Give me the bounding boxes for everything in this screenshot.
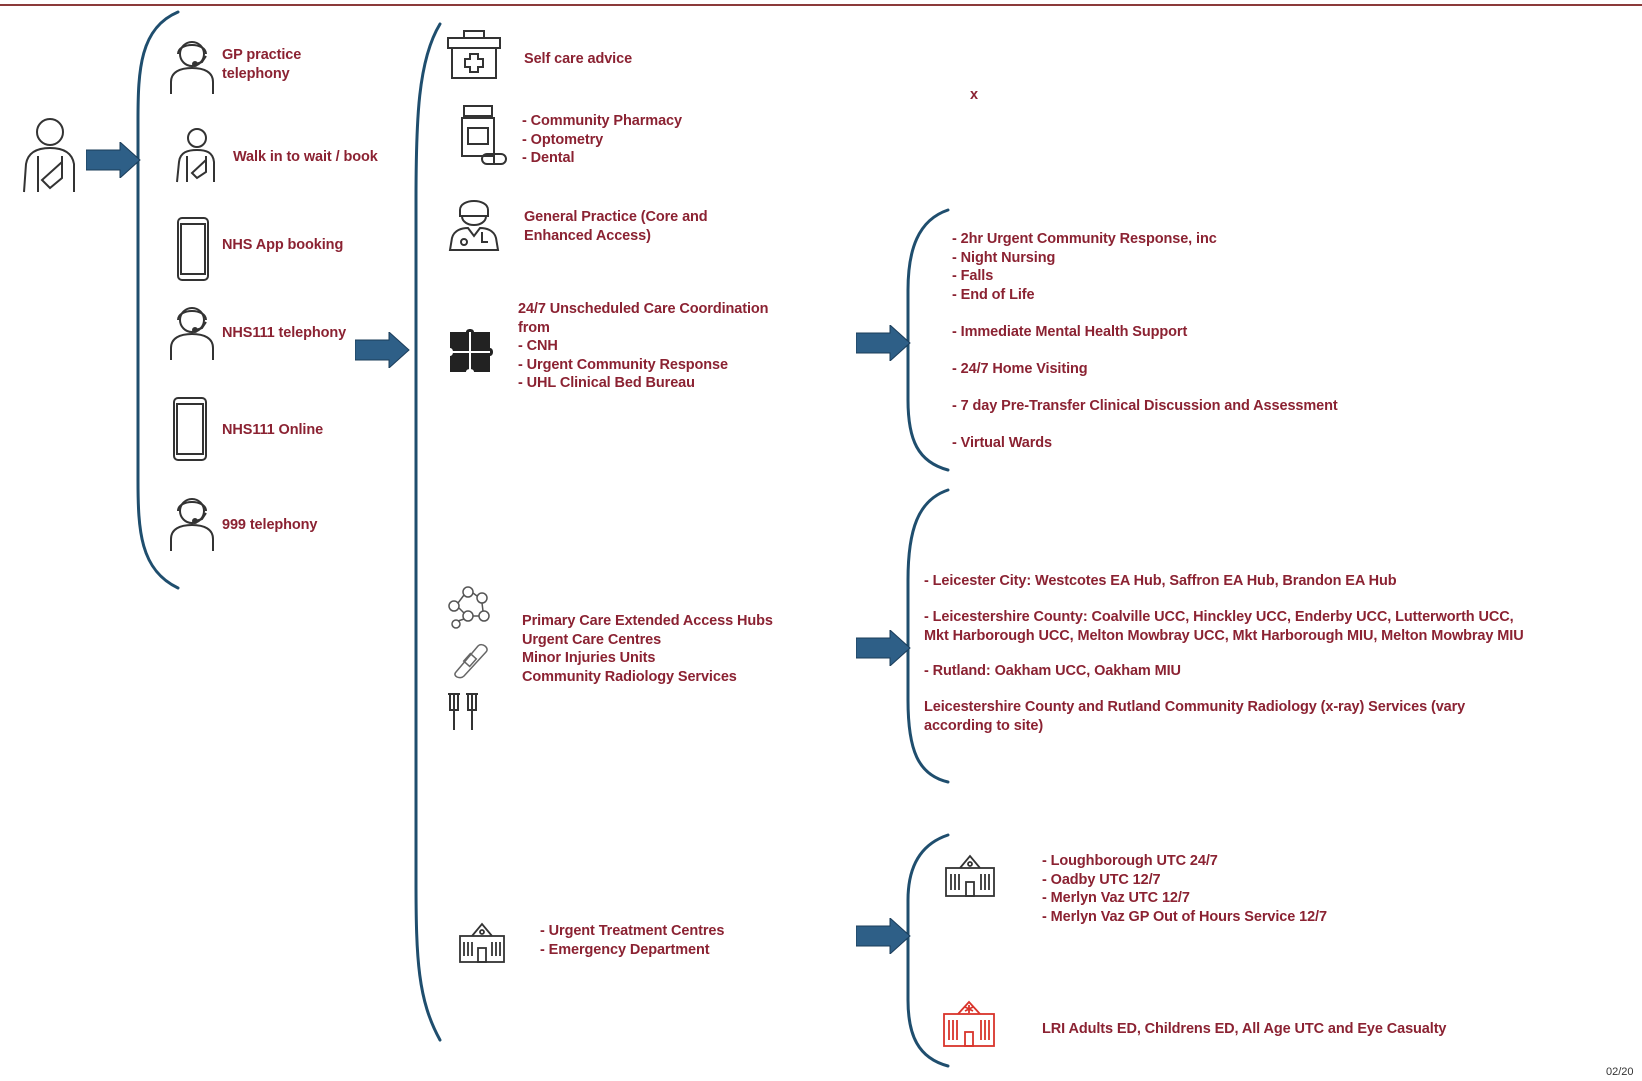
medicine-bottle-icon: [458, 104, 514, 166]
top-rule: [0, 4, 1642, 6]
service-unscheduled-care-coordination: 24/7 Unscheduled Care Coordination from …: [518, 301, 769, 391]
headset-person-icon: [168, 304, 216, 362]
channel-nhs111-telephony: NHS111 telephony: [222, 325, 347, 341]
arrow-right-1: [86, 142, 141, 178]
services-brace: [414, 22, 442, 1042]
emergency-brace: [906, 833, 950, 1068]
arrow-right-2: [355, 332, 410, 368]
service-utc-ed: - Urgent Treatment Centres - Emergency D…: [540, 923, 725, 958]
arrow-right-3: [856, 325, 911, 361]
lri-services: LRI Adults ED, Childrens ED, All Age UTC…: [1042, 1021, 1447, 1037]
mobile-phone-icon: [176, 216, 210, 282]
service-general-practice: General Practice (Core and Enhanced Acce…: [524, 209, 708, 244]
footer-date: 02/20: [1606, 1066, 1634, 1078]
coordination-outcomes-list: - 2hr Urgent Community Response, inc - N…: [952, 231, 1338, 451]
service-self-care: Self care advice: [524, 51, 633, 67]
network-icon: [446, 586, 492, 630]
service-pharmacy-optometry-dental: - Community Pharmacy - Optometry - Denta…: [522, 113, 682, 166]
channel-999: 999 telephony: [222, 517, 318, 533]
arrow-right-4: [856, 630, 911, 666]
patient-injured-icon: [14, 116, 76, 196]
extended-access-rutland: - Rutland: Oakham UCC, Oakham MIU: [924, 663, 1181, 679]
channel-walk-in: Walk in to wait / book: [233, 149, 378, 165]
headset-person-icon: [168, 495, 216, 553]
bandage-icon: [450, 640, 490, 680]
coordination-brace: [906, 208, 950, 472]
channels-brace: [136, 10, 180, 590]
extended-access-radiology: Leicestershire County and Rutland Commun…: [924, 699, 1466, 734]
channel-nhs-app: NHS App booking: [222, 237, 344, 253]
channel-nhs111-online: NHS111 Online: [222, 422, 324, 438]
service-extended-access: Primary Care Extended Access Hubs Urgent…: [522, 613, 773, 685]
hospital-icon: [944, 852, 996, 898]
arrow-right-5: [856, 918, 911, 954]
extended-access-city: - Leicester City: Westcotes EA Hub, Saff…: [924, 573, 1397, 589]
headset-person-icon: [168, 38, 216, 96]
injured-person-icon: [172, 126, 216, 184]
channel-gp-telephony: GP practice telephony: [222, 47, 302, 82]
utc-list: - Loughborough UTC 24/7 - Oadby UTC 12/7…: [1042, 853, 1327, 925]
first-aid-kit-icon: [446, 28, 502, 80]
puzzle-icon: [448, 329, 494, 376]
mobile-phone-icon: [172, 396, 210, 462]
extended-access-brace: [906, 488, 950, 784]
crutches-icon: [446, 692, 480, 732]
emergency-hospital-icon: [942, 998, 996, 1048]
hospital-icon: [458, 920, 506, 964]
extended-access-county: - Leicestershire County: Coalville UCC, …: [924, 609, 1524, 644]
doctor-icon: [448, 194, 500, 252]
x-mark: x: [970, 87, 978, 103]
